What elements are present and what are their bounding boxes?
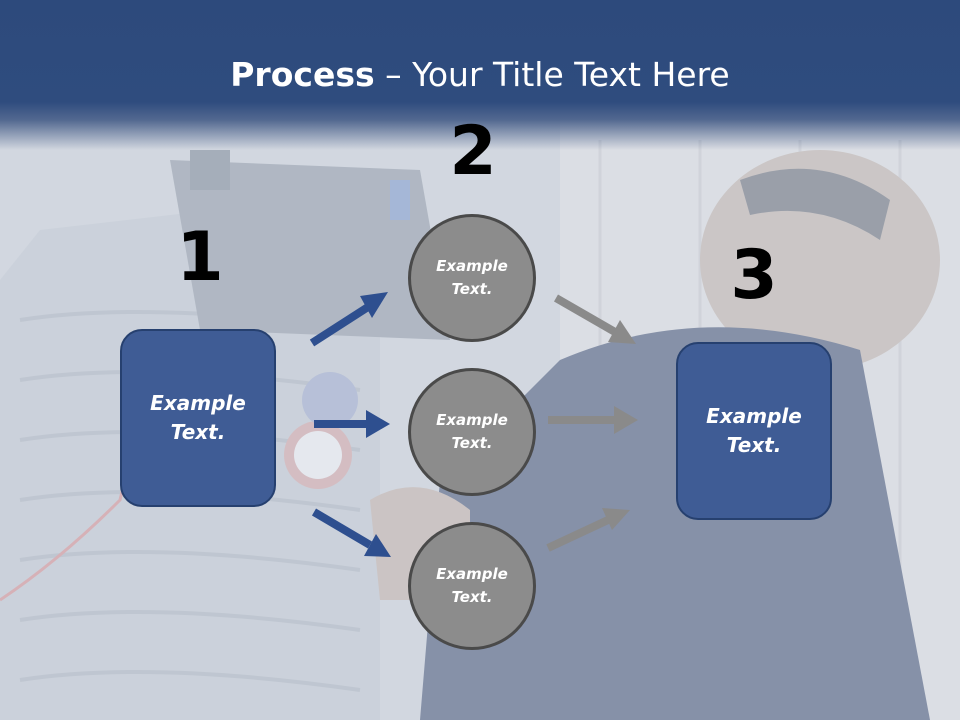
arrow-to-node-2 [314,410,390,438]
step-number-1: 1 [176,218,224,297]
arrow-from-node-3 [546,508,630,552]
title-rest: – Your Title Text Here [374,55,730,94]
step-3-box[interactable]: Example Text. [676,342,832,520]
node-3-text: Example Text. [436,565,508,606]
page-title: Process – Your Title Text Here [0,50,960,100]
arrow-from-node-2 [548,406,638,434]
node-1-text: Example Text. [436,257,508,298]
step-number-2: 2 [449,112,497,191]
node-2-text: Example Text. [436,411,508,452]
step-2-node-3[interactable]: Example Text. [408,522,536,650]
title-bold: Process [230,55,375,94]
header-bar [0,0,960,150]
step-1-text: Example Text. [150,391,246,444]
step-2-node-2[interactable]: Example Text. [408,368,536,496]
arrow-to-node-3 [311,508,391,557]
arrow-from-node-1 [554,294,636,344]
step-number-3: 3 [730,236,778,315]
step-1-box[interactable]: Example Text. [120,329,276,507]
step-2-node-1[interactable]: Example Text. [408,214,536,342]
step-3-text: Example Text. [706,404,802,457]
arrow-to-node-1 [309,292,388,347]
